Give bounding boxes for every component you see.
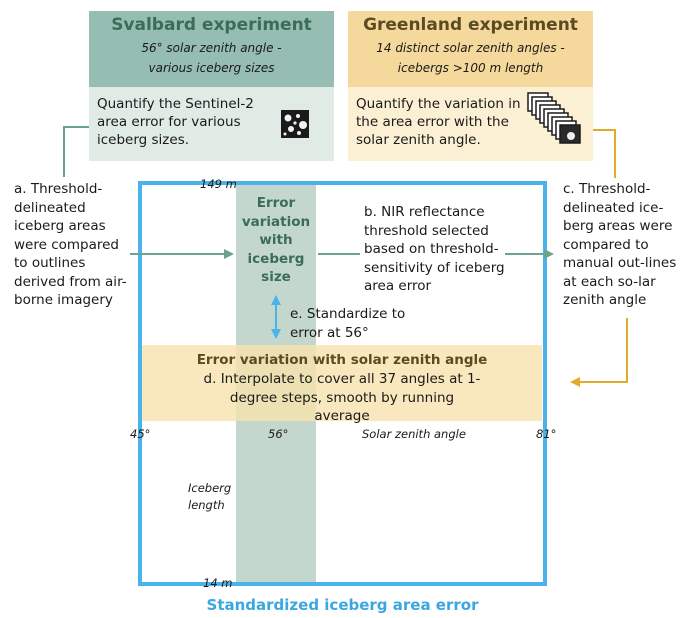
svalbard-title: Svalbard experiment	[111, 15, 312, 35]
arrow-c-to-angle	[570, 318, 628, 387]
step-d-text: d. Interpolate to cover all 37 angles at…	[203, 371, 481, 424]
iceberg-size-label: Error variation with iceberg size	[241, 195, 311, 285]
standardized-error-frame	[138, 181, 547, 586]
angle-max-label: 81°	[536, 427, 557, 441]
greenland-connector	[593, 129, 616, 178]
standardized-error-title: Standardized iceberg area error	[206, 596, 479, 614]
solar-angle-band	[142, 345, 542, 421]
step-a-text: a. Threshold-delineated iceberg areas we…	[14, 181, 127, 308]
step-b-text: b. NIR reflectance threshold selected ba…	[364, 204, 505, 294]
stacked-image-series-icon	[527, 92, 581, 144]
length-min-label: 14 m	[203, 576, 233, 590]
svalbard-header: Svalbard experiment 56° solar zenith ang…	[89, 11, 334, 87]
greenland-subtitle: 14 distinct solar zenith angles - iceber…	[348, 38, 593, 78]
greenland-body: Quantify the variation in the area error…	[356, 96, 521, 148]
svalbard-subtitle-line1: 56° solar zenith angle -	[141, 41, 282, 55]
svalbard-subtitle: 56° solar zenith angle - various iceberg…	[89, 38, 334, 78]
step-c-text: c. Threshold-delineated ice-berg areas w…	[563, 181, 677, 308]
svalbard-connector	[63, 126, 89, 177]
angle-band-text: Error variation with solar zenith angle …	[142, 351, 542, 426]
greenland-header-box	[348, 11, 593, 87]
greenland-title: Greenland experiment	[363, 15, 578, 35]
scattered-icebergs-icon	[281, 110, 309, 138]
length-max-label: 149 m	[200, 177, 237, 191]
svalbard-body: Quantify the Sentinel-2 area error for v…	[97, 96, 254, 148]
y-axis-label: Iceberg length	[188, 481, 232, 512]
step-e-text: e. Standardize to error at 56°	[290, 306, 406, 341]
greenland-subtitle-line2: icebergs >100 m length	[397, 61, 544, 75]
greenland-header: Greenland experiment 14 distinct solar z…	[348, 11, 593, 87]
svalbard-header-box	[89, 11, 334, 87]
angle-mid-label: 56°	[268, 427, 289, 441]
svalbard-subtitle-line2: various iceberg sizes	[148, 61, 275, 75]
x-axis-label: Solar zenith angle	[362, 427, 466, 441]
angle-band-title: Error variation with solar zenith angle	[196, 352, 488, 368]
greenland-subtitle-line1: 14 distinct solar zenith angles -	[376, 41, 565, 55]
angle-min-label: 45°	[130, 427, 151, 441]
